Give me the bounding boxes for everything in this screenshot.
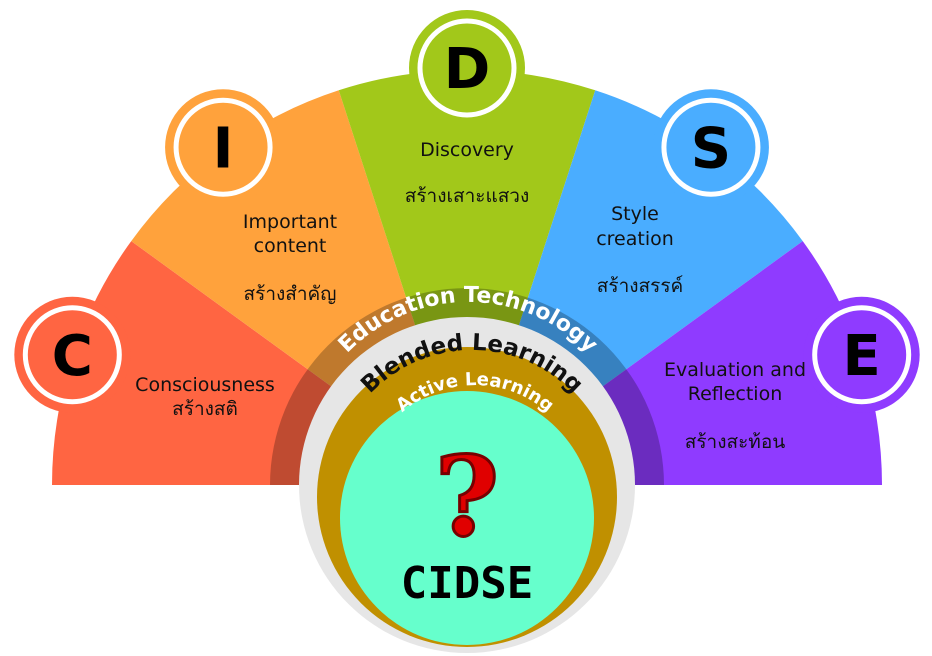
- segment-title-line2: creation: [596, 228, 674, 250]
- letter-ring: [417, 18, 517, 118]
- segment-title: Discovery: [420, 139, 514, 161]
- letter-ring: [173, 97, 273, 197]
- letter-ring: [661, 97, 761, 197]
- cidse-title: CIDSE: [401, 558, 533, 609]
- letter-s: S: [691, 116, 731, 181]
- segment-title-line2: content: [254, 235, 327, 257]
- segment-title: Important: [243, 211, 337, 233]
- segment-thai-label: สร้างสำคัญ: [244, 283, 337, 305]
- segment-title-line2: Reflection: [688, 383, 783, 405]
- question-mark-icon: ?: [435, 432, 499, 561]
- segment-thai-label: สร้างสะท้อน: [685, 431, 785, 453]
- letter-d: D: [444, 37, 490, 102]
- segment-title: Evaluation and: [664, 359, 806, 381]
- letter-i: I: [213, 116, 234, 181]
- letter-e: E: [843, 324, 881, 389]
- segment-thai-label: สร้างสติ: [172, 398, 238, 420]
- segment-thai-label: สร้างสรรค์: [597, 275, 683, 297]
- letter-ring: [812, 305, 912, 405]
- letter-bubble-d: [409, 10, 525, 126]
- letter-c: C: [52, 324, 93, 389]
- segment-title: Consciousness: [135, 374, 275, 396]
- letter-bubble-s: [652, 89, 769, 206]
- segment-title: Style: [611, 203, 659, 225]
- core-circle: [340, 391, 594, 645]
- letter-ring: [22, 305, 122, 405]
- letter-bubble-c: [14, 296, 131, 413]
- letter-bubble-i: [165, 89, 282, 206]
- sector-d: [338, 70, 596, 485]
- letter-bubble-e: [803, 296, 920, 413]
- segment-thai-label: สร้างเสาะแสวง: [405, 185, 530, 207]
